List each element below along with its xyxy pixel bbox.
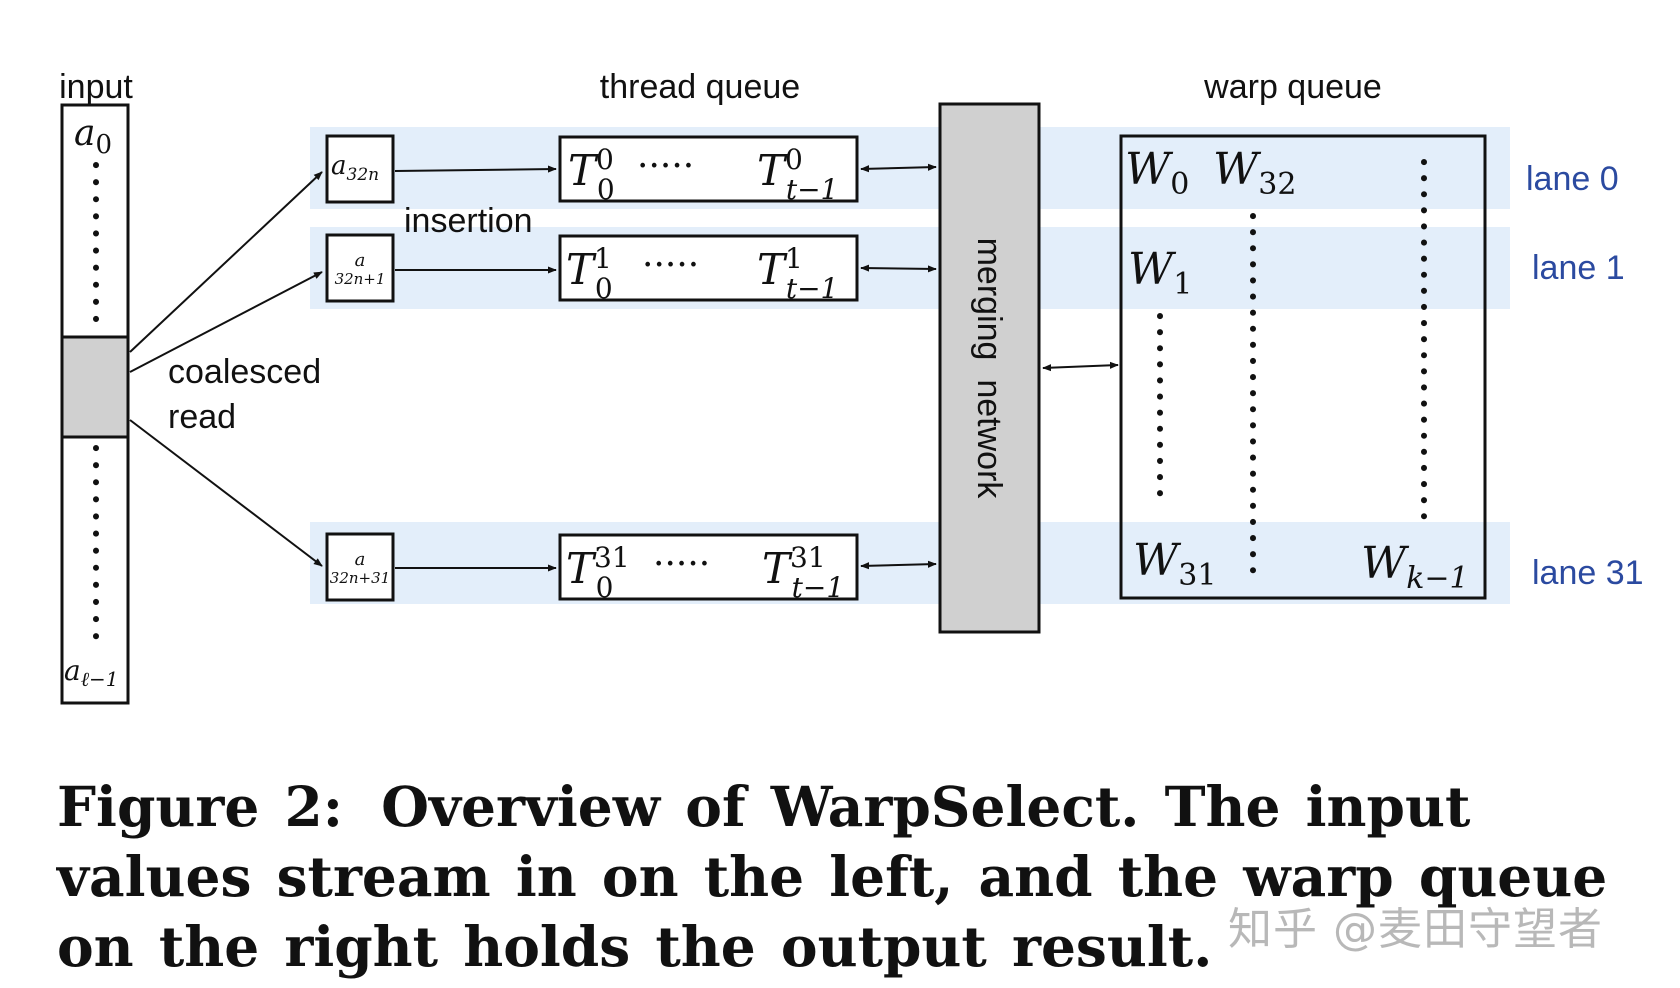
read-arrow-lane-1 (129, 271, 323, 373)
input-coalesced-segment (60, 335, 130, 439)
input-last-element: aℓ−1 (64, 654, 119, 691)
warp-entry-w31: W31 (1133, 535, 1216, 593)
watermark: 知乎 @麦田守望者 (1228, 904, 1603, 955)
read-arrow-lane-31 (129, 419, 323, 567)
lane-31-input-box (325, 532, 395, 602)
lane-31-input-label: a (355, 549, 366, 570)
warp-entry-wk-1: Wk−1 (1361, 538, 1469, 596)
lane-1-label: lane 1 (1532, 249, 1625, 287)
merge-arrow-lane-0 (860, 163, 937, 173)
lane-0-label: lane 0 (1526, 160, 1619, 198)
lane-0-input-box (325, 134, 395, 204)
lane-1-input-box (325, 233, 395, 303)
warp-queue-box (1119, 134, 1487, 600)
merging-network-label: merging network (970, 238, 1008, 500)
thread-queue-lane-31 (558, 533, 859, 601)
input-title: input (59, 68, 133, 106)
read-arrow-lane-0 (129, 171, 323, 353)
insertion-label: insertion (404, 202, 533, 240)
warp-entry-w0: W0 (1125, 144, 1189, 202)
lane-1-input-sub: 32n+1 (335, 270, 386, 288)
insertion-arrow-lane-0 (394, 165, 557, 173)
figure-label: Figure 2: (57, 774, 344, 839)
thread-queue-lane-0 (558, 135, 859, 203)
thread-queue-lane-0-dots: ····· (637, 146, 694, 187)
lane-31-input-sub: 32n+31 (330, 569, 390, 587)
figure-caption-text: Overview of WarpSelect. The input values… (57, 774, 1608, 979)
lane-band-31 (310, 522, 1510, 604)
lane-31-label: lane 31 (1532, 554, 1644, 592)
warp-queue-title: warp queue (1203, 68, 1382, 106)
merge-arrow-lane-1 (860, 264, 937, 273)
warp-entry-w32: W32 (1213, 144, 1296, 202)
lane-1-input-label: a (355, 250, 366, 271)
input-first-element: a0 (74, 113, 112, 160)
warpselect-diagram: input thread queue warp queue a0 aℓ−1 co… (59, 68, 1644, 705)
thread-queue-lane-1-dots: ····· (642, 245, 699, 286)
merge-arrow-lane-31 (860, 560, 937, 570)
merge-warp-arrow (1042, 361, 1119, 372)
merging-network-block (938, 102, 1041, 634)
thread-queue-lane-31-dots: ····· (653, 544, 710, 585)
warp-entry-w1: W1 (1128, 244, 1192, 302)
thread-queue-lane-1 (558, 234, 859, 302)
thread-queue-title: thread queue (600, 68, 800, 106)
coalesced-read-label: coalesced read (168, 353, 331, 436)
lane-0-input-label: a32n (331, 151, 379, 185)
figure-caption: Figure 2:Overview of WarpSelect. The inp… (57, 772, 1637, 982)
